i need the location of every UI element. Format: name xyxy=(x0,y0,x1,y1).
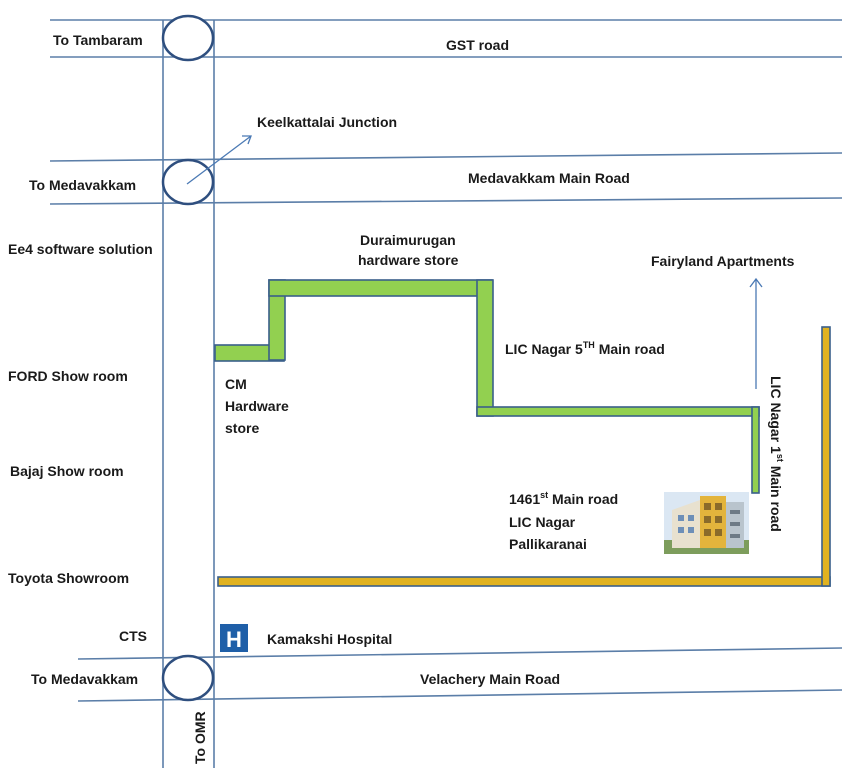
apartment-building-icon xyxy=(664,492,749,554)
gold-route xyxy=(217,326,831,587)
ford-showroom-label: FORD Show room xyxy=(8,368,128,384)
cm-hardware-label-line1: CM xyxy=(225,376,247,392)
toyota-showroom-label: Toyota Showroom xyxy=(8,570,129,586)
to-medavakkam-bottom-label: To Medavakkam xyxy=(31,671,138,687)
to-omr-label: To OMR xyxy=(192,711,208,764)
address-line3: Pallikaranai xyxy=(509,536,587,552)
gst-junction-circle xyxy=(161,14,215,62)
bajaj-showroom-label: Bajaj Show room xyxy=(10,463,124,479)
lic-1st-main-road-label: LIC Nagar 1st Main road xyxy=(768,376,785,532)
ee4-software-label: Ee4 software solution xyxy=(8,241,153,257)
medavakkam-main-road-label: Medavakkam Main Road xyxy=(468,170,630,186)
medavakkam-road-top-edge xyxy=(49,152,842,162)
address-line1: 1461st Main road xyxy=(509,490,618,507)
address-line2: LIC Nagar xyxy=(509,514,576,530)
hospital-letter: H xyxy=(226,627,242,652)
velachery-junction-circle xyxy=(161,654,215,702)
velachery-road-bottom-edge xyxy=(77,689,842,702)
cts-label: CTS xyxy=(119,628,147,644)
fairyland-apartments-label: Fairyland Apartments xyxy=(651,253,795,269)
fairyland-arrow xyxy=(749,277,763,389)
medavakkam-road-bottom-edge xyxy=(49,197,842,205)
velachery-main-road-label: Velachery Main Road xyxy=(420,671,560,687)
keelkattalai-arrow xyxy=(186,135,252,185)
duraimurugan-label-line1: Duraimurugan xyxy=(360,232,456,248)
hospital-icon: H xyxy=(220,624,248,652)
cm-hardware-label-line3: store xyxy=(225,420,259,436)
green-route xyxy=(214,279,760,494)
gst-road-label: GST road xyxy=(446,37,509,53)
lic-5th-main-road-label: LIC Nagar 5TH Main road xyxy=(505,340,665,357)
to-medavakkam-top-label: To Medavakkam xyxy=(29,177,136,193)
duraimurugan-label-line2: hardware store xyxy=(358,252,459,268)
kamakshi-hospital-label: Kamakshi Hospital xyxy=(267,631,392,647)
velachery-road-top-edge xyxy=(77,647,842,660)
medavakkam-junction-circle xyxy=(161,158,215,206)
cm-hardware-label-line2: Hardware xyxy=(225,398,289,414)
to-tambaram-label: To Tambaram xyxy=(53,32,143,48)
keelkattalai-junction-label: Keelkattalai Junction xyxy=(257,114,397,130)
